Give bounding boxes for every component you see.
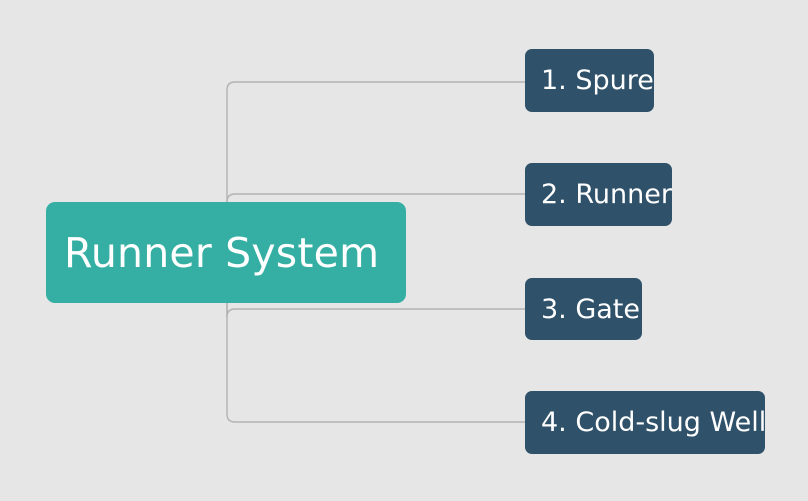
node-child-runner[interactable]: 2. Runner — [525, 163, 672, 226]
node-child-gate[interactable]: 3. Gate — [525, 278, 642, 340]
node-child-spure[interactable]: 1. Spure — [525, 49, 654, 112]
node-child-label: 1. Spure — [541, 65, 654, 96]
node-root-label: Runner System — [64, 228, 380, 277]
node-child-label: 2. Runner — [541, 179, 672, 210]
connector-root-to-4 — [226, 299, 526, 423]
node-child-cold-slug-well[interactable]: 4. Cold-slug Well — [525, 391, 767, 454]
node-root-runner-system[interactable]: Runner System — [46, 202, 406, 303]
node-child-label: 3. Gate — [541, 293, 641, 325]
node-child-label: 4. Cold-slug Well — [541, 407, 767, 438]
connector-root-to-1 — [226, 81, 526, 206]
